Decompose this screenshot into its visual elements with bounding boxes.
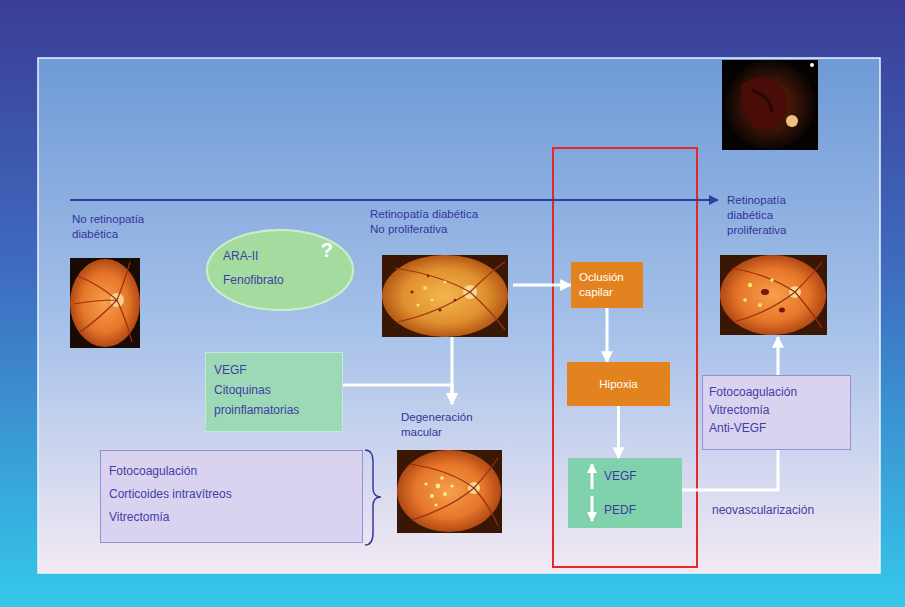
stage-heading: Degeneración macular [401, 410, 491, 440]
node-text: PEDF [604, 502, 676, 518]
node-text: Vitrectomía [709, 401, 844, 419]
fundus-photo-dark [722, 60, 818, 150]
inner-panel [38, 58, 880, 573]
fundus-photo [397, 450, 502, 533]
node-text: Fotocoagulación [709, 383, 844, 401]
node-text: Citoquinas proinflamatorias [214, 380, 334, 420]
stage-heading: Retinopatía diabética No proliferativa [370, 207, 492, 237]
stage-heading: Retinopatía diabética proliferativa [727, 193, 807, 238]
stage-image: Retinopatía diabética proliferativa [718, 192, 830, 337]
stage-image: Degeneración macular [395, 404, 507, 535]
node-text: Hipoxia [575, 377, 662, 392]
factor-box-fill [568, 458, 682, 528]
stage-heading: No retinopatía diabética [72, 212, 156, 242]
node-text: ARA-II [223, 244, 355, 268]
node-text: VEGF [214, 360, 334, 380]
node-text: Vitrectomía [109, 506, 354, 529]
flow-arrow [617, 406, 620, 458]
node-text: Fenofibrato [223, 268, 355, 292]
fundus-photo [382, 255, 508, 337]
node-text: Corticoides intravítreos [109, 483, 354, 506]
flow-arrow [606, 308, 609, 362]
flow-arrow [70, 199, 718, 201]
highlight-frame [553, 148, 697, 567]
factor-box: VEGFCitoquinas proinflamatorias [205, 352, 343, 432]
edge-label: neovascularización [712, 503, 814, 518]
factor-box: VEGF PEDF [568, 458, 682, 528]
treatment-box: FotocoagulaciónVitrectomíaAnti-VEGF [702, 375, 851, 450]
node-text: Oclusión capilar [579, 270, 635, 300]
flow-arrow [343, 385, 452, 404]
node-text: Fotocoagulación [109, 460, 354, 483]
node-text: Anti-VEGF [709, 419, 844, 437]
increase-arrow [591, 464, 594, 489]
process-box: Oclusión capilar [571, 262, 643, 308]
node-text: VEGF [604, 468, 676, 484]
fundus-photo [70, 258, 140, 348]
treatment-box: FotocoagulaciónCorticoides intravítreosV… [100, 450, 363, 543]
decrease-arrow [591, 496, 594, 521]
node-text: ? [321, 238, 333, 262]
stage-image: No retinopatía diabética [66, 200, 156, 350]
fundus-photo [720, 255, 827, 335]
stage-image: Retinopatía diabética No proliferativa [368, 205, 513, 337]
curly-bracket [365, 450, 381, 545]
flow-arrow [513, 284, 571, 287]
process-box: Hipoxia [567, 362, 670, 406]
treatment-ellipse: ARA-IIFenofibrato? [205, 228, 355, 312]
ellipse-shape [207, 230, 353, 310]
